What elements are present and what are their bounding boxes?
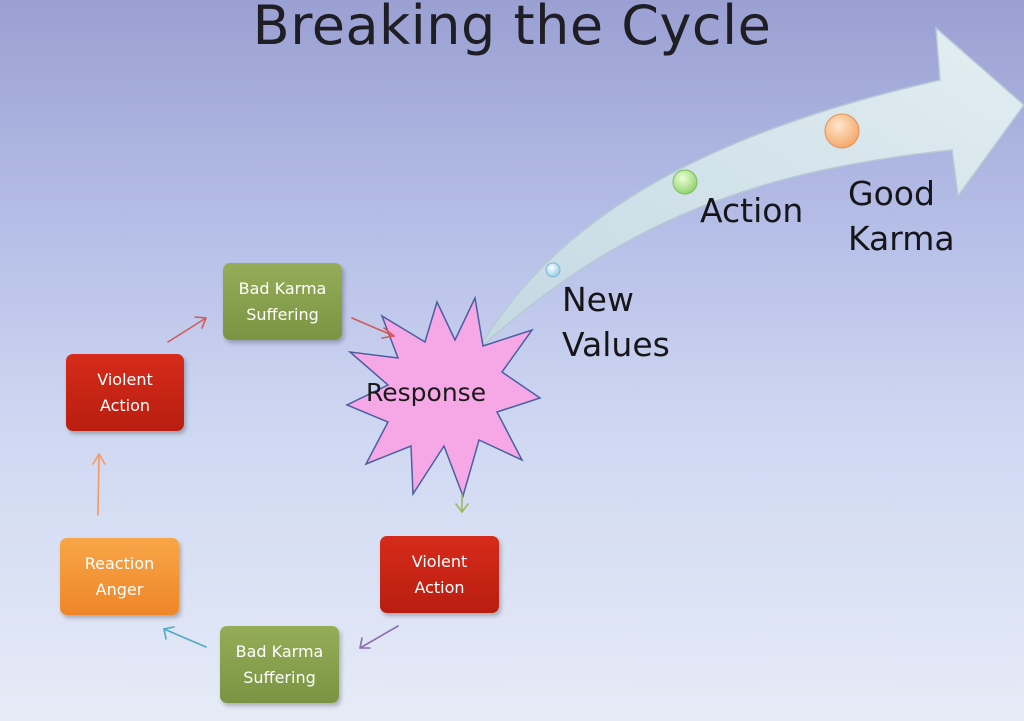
slide-title: Breaking the Cycle <box>252 0 772 57</box>
arrow-left-to-top <box>167 316 207 343</box>
cycle-box-left-bottom-line1: Reaction <box>84 553 155 573</box>
cycle-box-right-bottom-line1: Violent <box>411 551 468 571</box>
cycle-box-bottom-line1: Bad Karma <box>235 641 324 661</box>
arrow-top-to-burst <box>351 317 395 339</box>
cycle-box-left-top-line1: Violent <box>97 369 153 389</box>
cycle-box-left-top: Violent Action <box>66 354 184 431</box>
good-karma-line2: Karma <box>848 219 955 258</box>
cycle-box-top-line1: Bad Karma <box>238 278 327 298</box>
cycle-box-right-bottom-line2: Action <box>414 577 465 597</box>
new-values-line1: New <box>562 280 634 319</box>
new-values-line2: Values <box>562 325 670 364</box>
action-label: Action <box>700 191 804 230</box>
good-karma-label: Good Karma <box>848 171 955 261</box>
big-curved-arrow <box>477 26 1024 351</box>
cycle-box-top: Bad Karma Suffering <box>223 263 342 340</box>
arrow-burst-down <box>455 493 469 513</box>
new-values-label: New Values <box>562 277 670 367</box>
new-values-dot <box>545 262 561 278</box>
response-burst <box>345 295 542 499</box>
response-label: Response <box>366 378 487 407</box>
cycle-box-top-line2: Suffering <box>246 304 319 324</box>
good-karma-dot <box>824 113 860 149</box>
good-karma-line1: Good <box>848 174 935 213</box>
cycle-box-bottom-line2: Suffering <box>243 667 316 687</box>
arrow-right-to-bottom <box>359 625 399 649</box>
arrow-bottom-to-left <box>163 626 207 648</box>
cycle-box-left-top-line2: Action <box>99 395 151 415</box>
cycle-box-left-bottom: Reaction Anger <box>60 538 179 615</box>
arrow-left-up <box>92 453 106 516</box>
action-dot <box>672 169 698 195</box>
cycle-box-bottom: Bad Karma Suffering <box>220 626 339 703</box>
cycle-box-right-bottom: Violent Action <box>380 536 499 613</box>
cycle-box-left-bottom-line2: Anger <box>95 579 144 599</box>
